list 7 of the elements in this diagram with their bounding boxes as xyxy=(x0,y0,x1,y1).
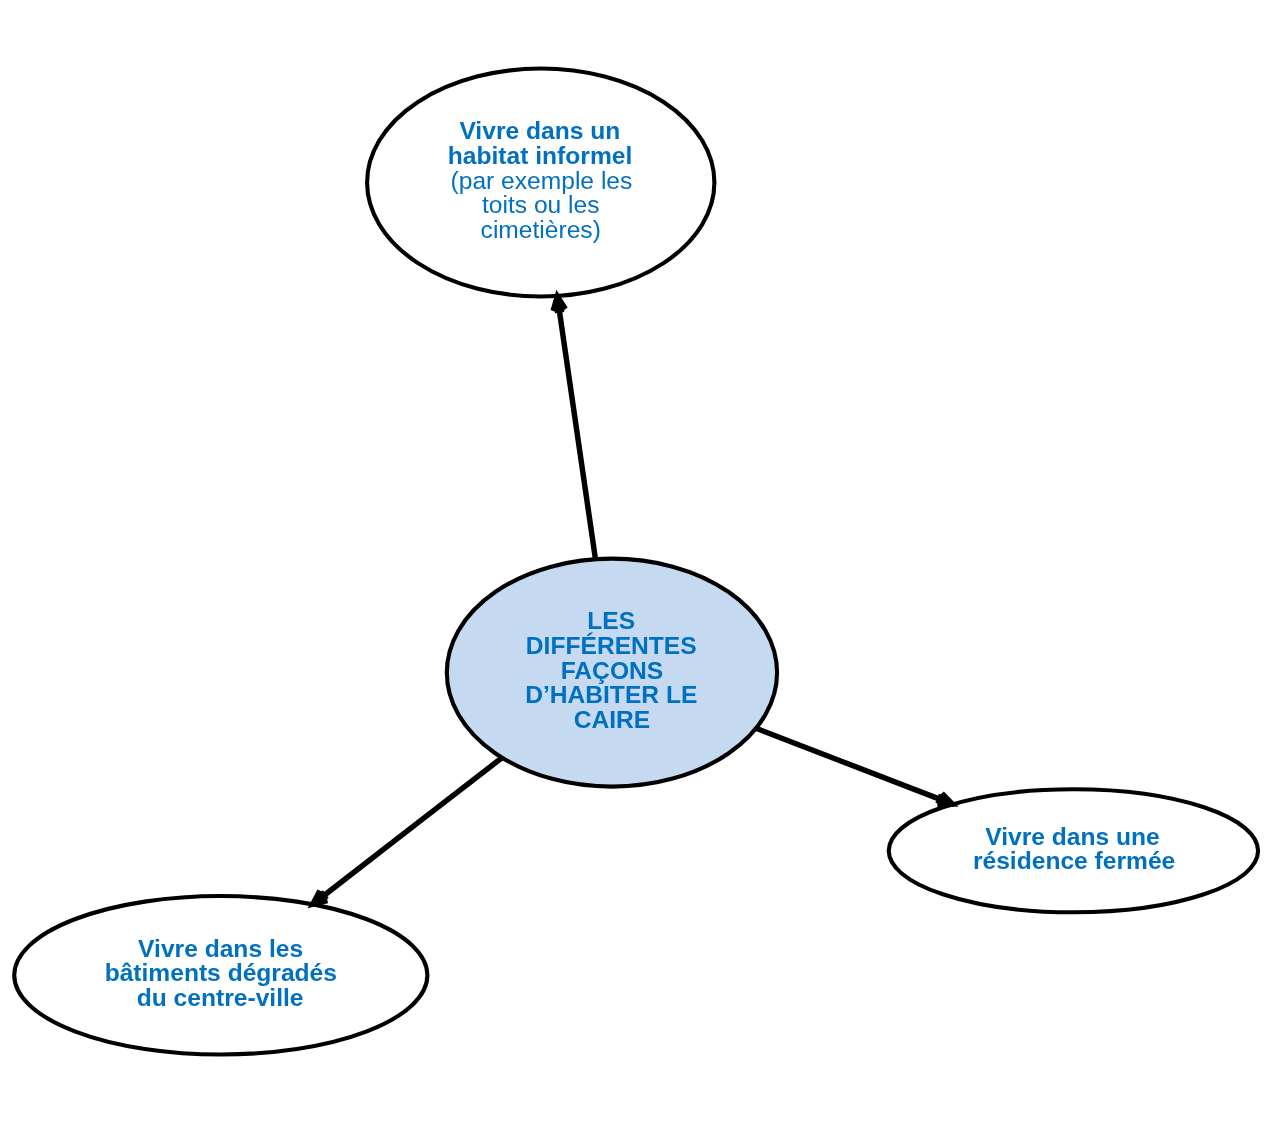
arrow xyxy=(550,292,599,559)
node-ellipse: Vivre dans un habitat informel (par exemple les toits ou les cimetières) xyxy=(365,66,717,299)
node-ellipse: LES DIFFÉRENTES FAÇONS D’HABITER LE CAIRE xyxy=(444,556,780,789)
node-ellipse: Vivre dans une résidence fermée xyxy=(886,786,1261,914)
node-ellipse: Vivre dans les bâtiments dégradés du centre-ville xyxy=(12,893,430,1057)
arrow xyxy=(755,725,956,808)
arrow xyxy=(309,755,504,907)
